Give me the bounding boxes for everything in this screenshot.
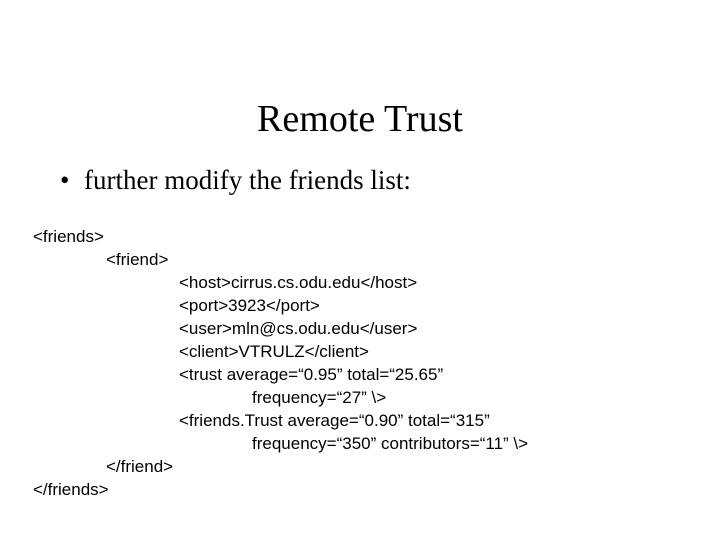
bullet-point-icon: • (60, 165, 70, 195)
code-line: <user>mln@cs.odu.edu</user> (179, 319, 418, 338)
code-line: <friends.Trust average=“0.90” total=“315… (179, 411, 490, 430)
code-line: </friend> (106, 457, 174, 476)
list-item: • further modify the friends list: (56, 163, 666, 197)
code-line: <host>cirrus.cs.odu.edu</host> (179, 273, 418, 292)
code-line: <friends> (33, 227, 104, 246)
xml-code-block: <friends> <friend> <host>cirrus.cs.odu.e… (33, 225, 713, 501)
page-title: Remote Trust (257, 98, 463, 141)
bullet-item-label: further modify the friends list: (84, 165, 411, 195)
code-line: <friend> (106, 250, 169, 269)
code-line: </friends> (33, 480, 109, 499)
code-line: frequency=“27” \> (252, 388, 387, 407)
bullet-list: • further modify the friends list: (56, 163, 666, 197)
code-line: <trust average=“0.95” total=“25.65” (179, 365, 444, 384)
code-line: <client>VTRULZ</client> (179, 342, 369, 361)
code-line: frequency=“350” contributors=“11” \> (252, 434, 529, 453)
code-line: <port>3923</port> (179, 296, 320, 315)
